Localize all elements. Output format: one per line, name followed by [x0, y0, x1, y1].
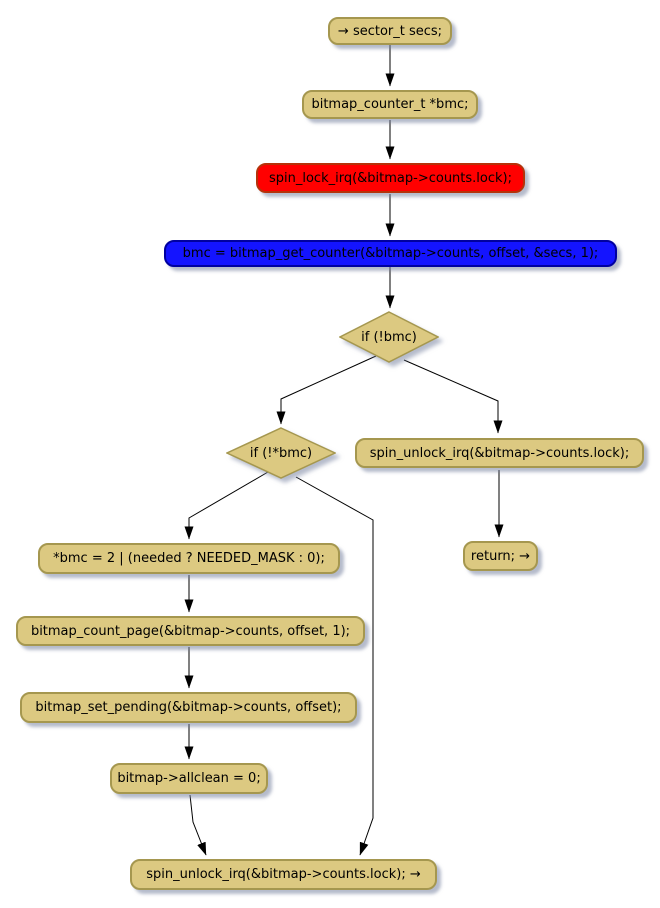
edge-allclean-to-bottom [189, 794, 207, 856]
edge-ifbmc-to-ifstarbmc [276, 355, 377, 425]
decision-if-not-star-bmc: if (!*bmc) [226, 427, 336, 479]
diamond-shape [339, 311, 439, 363]
diamond-shape [226, 427, 336, 479]
edge-ifstarbmc-to-assign [184, 471, 269, 540]
node-declare-bmc: bitmap_counter_t *bmc; [302, 90, 478, 119]
node-spin-lock: spin_lock_irq(&bitmap->counts.lock); [256, 163, 525, 193]
edge-ifbmc-to-spinunlock [403, 359, 503, 434]
node-spin-unlock-right: spin_unlock_irq(&bitmap->counts.lock); [355, 438, 644, 468]
node-spin-unlock-bottom: spin_unlock_irq(&bitmap->counts.lock); → [130, 859, 437, 890]
decision-label: if (!*bmc) [249, 445, 313, 461]
node-get-counter: bmc = bitmap_get_counter(&bitmap->counts… [164, 240, 617, 267]
node-declare-secs: → sector_t secs; [328, 17, 452, 45]
node-allclean: bitmap->allclean = 0; [110, 763, 268, 794]
decision-label: if (!bmc) [361, 329, 417, 345]
edge-ifstarbmc-to-bottom [295, 476, 374, 856]
node-bmc-assign: *bmc = 2 | (needed ? NEEDED_MASK : 0); [38, 543, 340, 574]
decision-if-not-bmc: if (!bmc) [339, 311, 439, 363]
node-set-pending: bitmap_set_pending(&bitmap->counts, offs… [20, 692, 357, 723]
node-count-page: bitmap_count_page(&bitmap->counts, offse… [16, 616, 365, 646]
node-return: return; → [463, 541, 538, 571]
